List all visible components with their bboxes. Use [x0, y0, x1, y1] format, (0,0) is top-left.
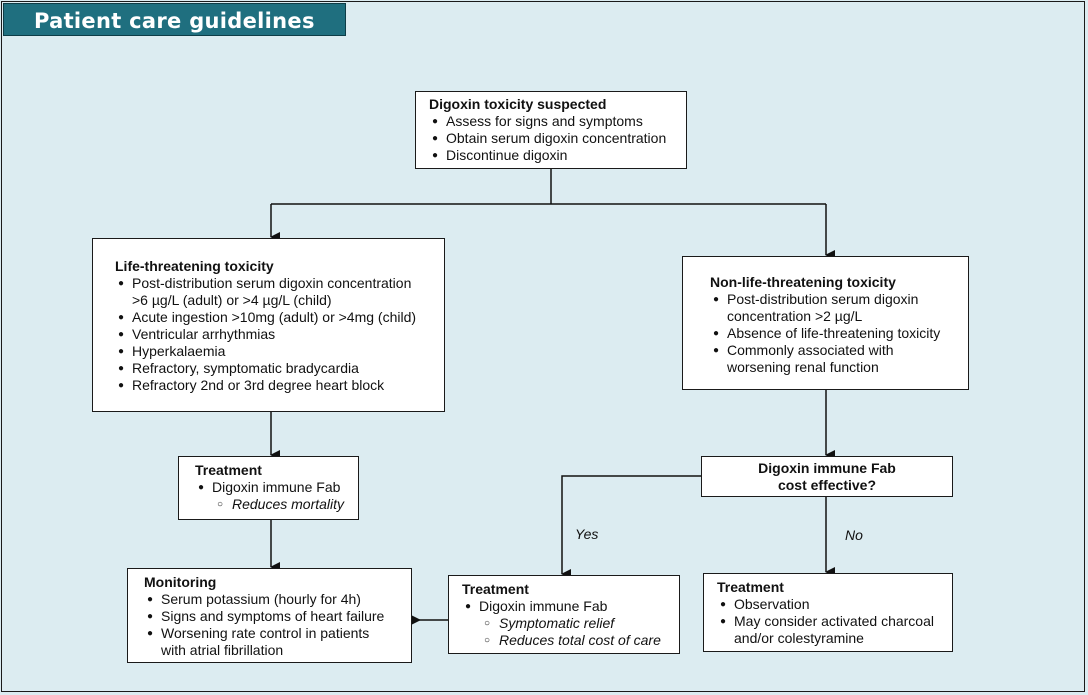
decision-line: Digoxin immune Fab: [758, 460, 896, 476]
list-item-continuation: >6 µg/L (adult) or >4 µg/L (child): [132, 292, 332, 308]
page-title: Patient care guidelines: [34, 9, 315, 33]
list-item: Post-distribution serum digoxin concentr…: [115, 275, 444, 292]
node-heading: Treatment: [195, 462, 262, 478]
node-treatment-life: Treatment Digoxin immune Fab Reduces mor…: [178, 456, 359, 520]
node-cost-effective-decision: Digoxin immune Fab cost effective?: [701, 456, 953, 497]
decision-line: cost effective?: [777, 477, 877, 493]
sub-list-item: Reduces total cost of care: [462, 632, 679, 649]
list-item: Refractory 2nd or 3rd degree heart block: [115, 377, 444, 394]
list-item-continuation: and/or colestyramine: [734, 630, 864, 646]
list-item: Acute ingestion >10mg (adult) or >4mg (c…: [115, 309, 444, 326]
edge-label-yes: Yes: [575, 526, 599, 542]
list-item: Absence of life-threatening toxicity: [710, 325, 968, 342]
list-item: Digoxin immune Fab: [195, 479, 358, 496]
node-heading: Treatment: [717, 579, 784, 595]
node-heading: Non-life-threatening toxicity: [710, 274, 896, 290]
node-non-life-threatening: Non-life-threatening toxicity Post-distr…: [682, 256, 969, 390]
node-heading: Treatment: [462, 581, 529, 597]
node-heading: Monitoring: [144, 574, 217, 590]
list-item: Hyperkalaemia: [115, 343, 444, 360]
list-item: Assess for signs and symptoms: [429, 113, 686, 130]
list-item: May consider activated charcoal: [717, 613, 952, 630]
list-item: Commonly associated with: [710, 342, 968, 359]
sub-list-item: Reduces mortality: [195, 496, 358, 513]
list-item-continuation: with atrial fibrillation: [161, 642, 284, 658]
list-item: Ventricular arrhythmias: [115, 326, 444, 343]
list-item-continuation: worsening renal function: [727, 359, 879, 375]
list-item: Post-distribution serum digoxin: [710, 291, 968, 308]
node-life-threatening: Life-threatening toxicity Post-distribut…: [92, 238, 445, 412]
node-treatment-no: Treatment Observation May consider activ…: [703, 573, 953, 652]
title-tab: Patient care guidelines: [3, 3, 346, 36]
list-item: Obtain serum digoxin concentration: [429, 130, 686, 147]
list-item: Refractory, symptomatic bradycardia: [115, 360, 444, 377]
list-item: Discontinue digoxin: [429, 147, 686, 164]
node-treatment-yes: Treatment Digoxin immune Fab Symptomatic…: [448, 575, 680, 654]
list-item: Worsening rate control in patients: [144, 625, 411, 642]
node-heading: Digoxin toxicity suspected: [429, 96, 607, 112]
list-item-continuation: concentration >2 µg/L: [727, 308, 863, 324]
sub-list-item: Symptomatic relief: [462, 615, 679, 632]
node-heading: Life-threatening toxicity: [115, 258, 274, 274]
list-item: Serum potassium (hourly for 4h): [144, 591, 411, 608]
arrow-cost-yes: [561, 475, 701, 579]
list-item: Signs and symptoms of heart failure: [144, 608, 411, 625]
list-item: Digoxin immune Fab: [462, 598, 679, 615]
node-monitoring: Monitoring Serum potassium (hourly for 4…: [127, 568, 412, 663]
node-toxicity-suspected: Digoxin toxicity suspected Assess for si…: [415, 91, 687, 169]
list-item: Observation: [717, 596, 952, 613]
edge-label-no: No: [845, 527, 863, 543]
